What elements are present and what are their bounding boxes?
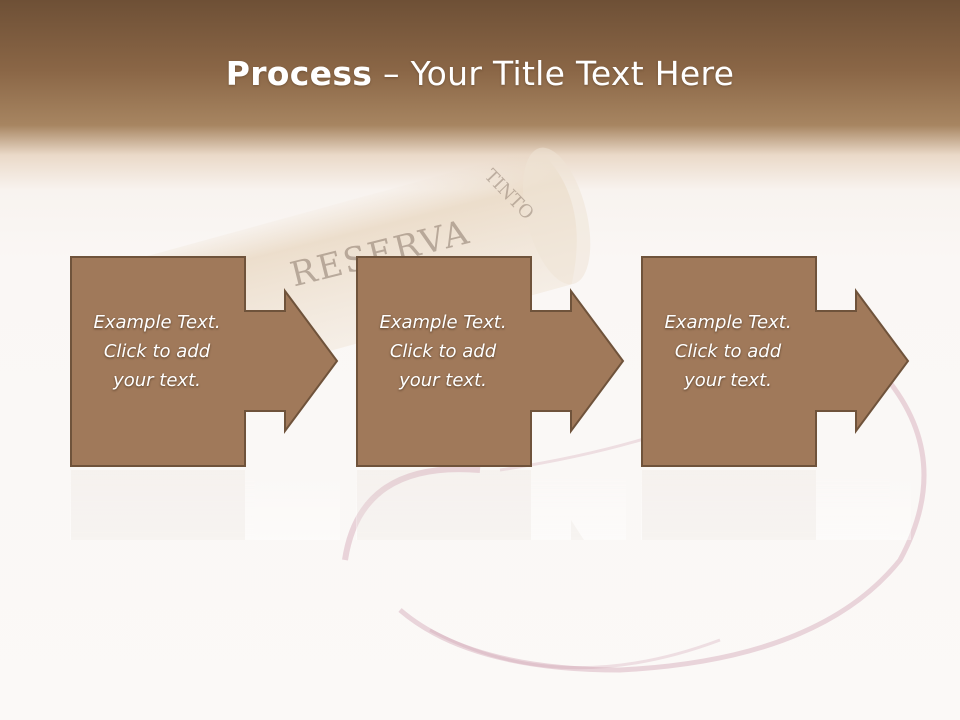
process-step-1[interactable]: Example Text. Click to add your text. [70,256,340,468]
step-3-reflection [641,470,911,540]
process-step-2[interactable]: Example Text. Click to add your text. [356,256,626,468]
step-text-line: Click to add [103,341,211,362]
step-text-line: your text. [399,370,487,391]
step-text: Example Text. Click to add your text. [72,308,242,395]
slide-title[interactable]: Process – Your Title Text Here [0,52,960,96]
cork-side-text: TINTO [480,165,538,224]
arrow-callout-shape [70,256,339,467]
step-text: Example Text. Click to add your text. [643,308,813,395]
step-1-reflection [70,470,340,540]
process-step-3[interactable]: Example Text. Click to add your text. [641,256,911,468]
step-text-line: Click to add [674,341,782,362]
step-text: Example Text. Click to add your text. [358,308,528,395]
step-text-line: Example Text. [93,312,221,333]
step-text-line: your text. [113,370,201,391]
arrow-callout-shape [641,256,910,467]
step-text-line: your text. [684,370,772,391]
step-text-line: Example Text. [379,312,507,333]
step-text-line: Click to add [389,341,497,362]
title-rest-part: – Your Title Text Here [372,54,735,93]
title-bold-part: Process [225,54,373,93]
step-2-reflection [356,470,626,540]
arrow-callout-shape [356,256,625,467]
step-text-line: Example Text. [664,312,792,333]
